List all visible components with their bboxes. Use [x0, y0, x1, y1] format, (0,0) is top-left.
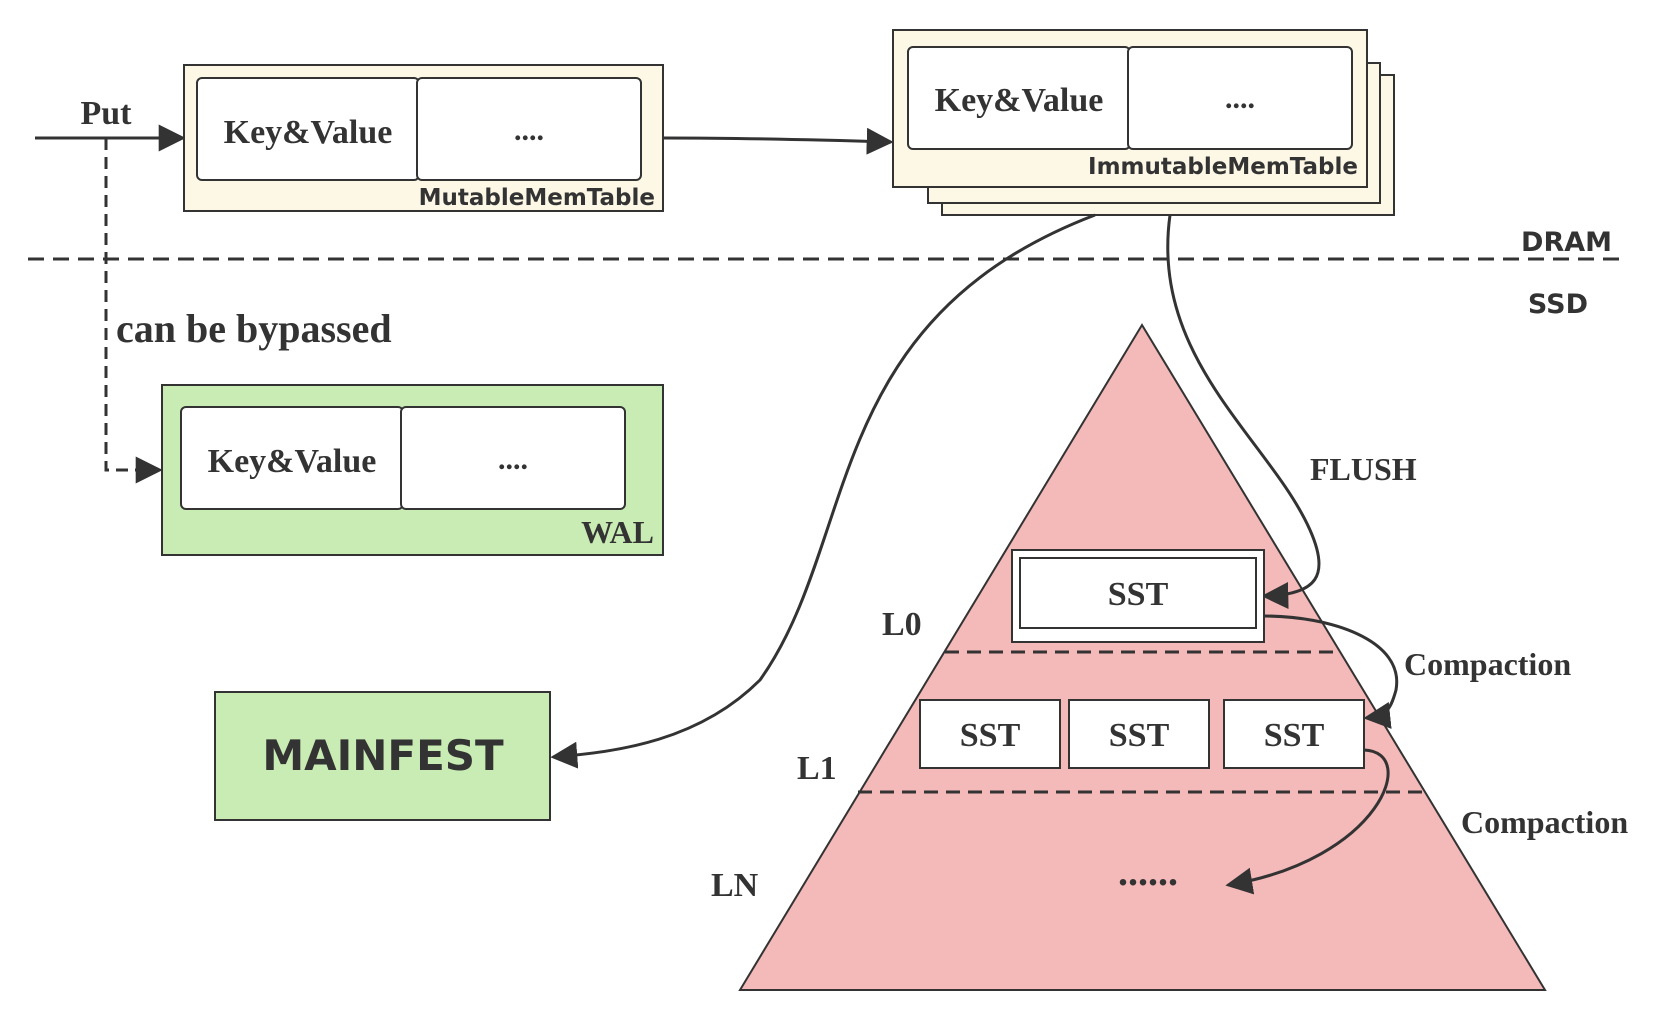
compaction-label-1: Compaction	[1404, 646, 1571, 682]
wal-bypass-arrow	[104, 138, 163, 484]
immutable-caption: ImmutableMemTable	[1088, 154, 1358, 180]
dram-label: DRAM	[1521, 227, 1612, 258]
flush-label: FLUSH	[1310, 451, 1417, 487]
manifest-label: MAINFEST	[262, 731, 504, 780]
l0-sst-label: SST	[1108, 576, 1169, 613]
l1-sst-3: SST	[1223, 699, 1365, 769]
immutable-key-value: Key&Value	[935, 82, 1104, 119]
ssd-label: SSD	[1528, 289, 1588, 320]
compaction-arrow-l1-ln	[1225, 748, 1390, 895]
wal-key-value: Key&Value	[208, 443, 377, 480]
wal-box: Key&Value .... WAL	[161, 384, 664, 556]
l0-sst: SST	[1011, 549, 1265, 643]
flush-arrow	[1166, 214, 1321, 610]
immutable-to-manifest-arrow	[550, 213, 1096, 769]
l1-sst-2-label: SST	[1109, 717, 1170, 754]
l1-sst-3-label: SST	[1264, 717, 1325, 754]
compaction-arrow-l0-l1	[1263, 614, 1399, 729]
mutable-ellipsis: ....	[514, 114, 544, 147]
mutable-memtable: Key&Value .... MutableMemTable	[183, 64, 664, 212]
mutable-to-immutable-arrow	[662, 127, 894, 155]
wal-ellipsis: ....	[498, 443, 528, 476]
l1-sst-1-label: SST	[960, 717, 1021, 754]
l1-sst-2: SST	[1068, 699, 1210, 769]
level-ln-label: LN	[711, 867, 759, 904]
mutable-key-value: Key&Value	[224, 114, 393, 151]
compaction-label-2: Compaction	[1461, 804, 1628, 840]
put-label: Put	[81, 95, 133, 132]
manifest-box: MAINFEST	[214, 691, 551, 821]
bypass-label: can be bypassed	[116, 306, 392, 351]
wal-caption: WAL	[581, 514, 654, 550]
immutable-memtable: Key&Value .... ImmutableMemTable	[892, 29, 1395, 216]
lsm-pyramid	[738, 323, 1547, 991]
immutable-ellipsis: ....	[1225, 82, 1255, 115]
ln-ellipsis: ......	[1118, 849, 1178, 894]
mutable-caption: MutableMemTable	[419, 185, 655, 211]
level-l0-label: L0	[882, 606, 922, 643]
level-l1-label: L1	[797, 750, 837, 787]
l1-sst-1: SST	[919, 699, 1061, 769]
